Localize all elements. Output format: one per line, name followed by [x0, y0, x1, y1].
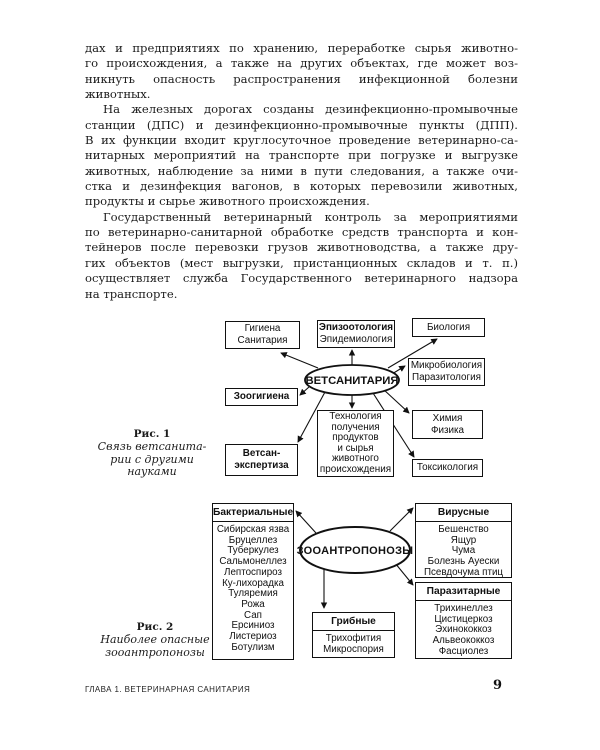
figure-2-diagram: ЗООАНТРОПОНОЗЫ Бактериальные Сибирская я…: [85, 495, 520, 667]
caption-line: Наиболее опасные: [100, 633, 210, 646]
fig2-fungal-title: Грибные: [313, 613, 394, 631]
text-line: никнуть опасность распространения инфекц…: [85, 71, 518, 86]
fig1-ellipse: [304, 364, 400, 396]
disease-item: Бешенство: [438, 524, 489, 535]
text-line: осуществляет служба Государственного вет…: [85, 271, 518, 286]
disease-item: Бруцеллез: [228, 534, 278, 546]
text-line: дах и предприятиях по хранению, перерабо…: [85, 41, 518, 55]
disease-item: Псевдочума птиц: [423, 566, 504, 578]
fig2-viral-title: Вирусные: [416, 504, 511, 522]
text-line: животных.: [85, 87, 151, 102]
caption-line: рии с другими: [110, 452, 194, 466]
disease-item: Сибирская язва: [216, 524, 290, 535]
fig1-box-toxicology: Токсикология: [412, 459, 483, 477]
fig2-arrow-group: [295, 507, 414, 609]
disease-item: Листериоз: [229, 631, 277, 643]
disease-item: Сальмонеллез: [219, 556, 287, 568]
fig1-connectors: ВЕТСАНИТАРИЯ: [280, 338, 438, 458]
paragraph: Государственный ветеринарный контроль за…: [85, 210, 518, 302]
fig1-ellipse-label: ВЕТСАНИТАРИЯ: [305, 375, 398, 387]
fig1-box-hygiene-sanitation: Гигиена Санитария: [225, 321, 300, 349]
fig1-box-microbiology-parasitology: Микробиология Паразитология: [408, 358, 485, 386]
text-line: нитарных мероприятий на транспорте при п…: [85, 148, 518, 163]
disease-item: Ку-лихорадка: [222, 577, 284, 589]
disease-item: Рожа: [241, 598, 265, 610]
figure-1-diagram: ВЕТСАНИТАРИЯ Гигиена Санитария Эпизоотол…: [85, 316, 520, 494]
text-line: на транспорте.: [85, 286, 178, 301]
figure-1-caption-label: Рис. 1: [133, 428, 171, 440]
text-line: по ветеринарно-санитарной обработке сред…: [85, 225, 518, 240]
text-line: гих объектов (мест выгрузки, пристанцион…: [85, 255, 518, 270]
disease-item: Альвеококкоз: [432, 635, 495, 647]
text-line: На железных дорогах созданы дезинфекцион…: [103, 102, 518, 117]
disease-item: Ящур: [450, 534, 477, 546]
disease-item: Ботулизм: [231, 641, 275, 653]
fig1-epizootology-label: Эпизоотология: [318, 322, 394, 334]
body-text: дах и предприятиях по хранению, перерабо…: [85, 41, 518, 302]
disease-item: Ерсиниоз: [231, 620, 275, 632]
disease-item: Микроспория: [323, 643, 384, 655]
fig2-connectors: ЗООАНТРОПОНОЗЫ: [295, 507, 414, 609]
fig1-box-epizootology-epidemiology: Эпизоотология Эпидемиология: [317, 320, 395, 348]
disease-item: Болезнь Ауески: [427, 556, 500, 568]
caption-line: Связь ветсанита-: [97, 440, 207, 453]
figure-2-caption-label: Рис. 2: [136, 621, 174, 633]
fig2-parasitic-title: Паразитарные: [416, 583, 511, 601]
paragraph: На железных дорогах созданы дезинфекцион…: [85, 102, 518, 209]
text-line: тейнеров после перевозки грузов животнов…: [85, 240, 518, 255]
text-line: станции (ДПС) и дезинфекционно-промывочн…: [85, 117, 518, 132]
disease-item: Трихинеллез: [434, 603, 493, 614]
disease-item: Сап: [244, 609, 262, 621]
caption-line: науками: [127, 465, 177, 479]
chapter-title: ГЛАВА 1. ВЕТЕРИНАРНАЯ САНИТАРИЯ: [85, 685, 251, 694]
text-line: Государственный ветеринарный контроль за…: [103, 209, 518, 224]
caption-line: зооантропонозы: [105, 645, 205, 659]
text-line: продукты и сырье животного происхождения…: [85, 194, 370, 209]
paragraph: дах и предприятиях по хранению, перерабо…: [85, 41, 518, 102]
fig2-bacterial-title: Бактериальные: [213, 504, 293, 522]
text-line: животных, наблюдение за ними в пути след…: [85, 163, 518, 178]
disease-item: Фасциолез: [438, 645, 489, 657]
text-line: стка и дезинфекция вагонов, в которых пе…: [85, 179, 518, 194]
page-number: 9: [493, 678, 503, 693]
disease-item: Трихофития: [325, 633, 382, 644]
fig2-ellipse: [299, 526, 411, 574]
fig1-box-technology: Технология получения продуктов и сырья ж…: [317, 410, 394, 477]
text-line: В их функции входит круглосуточное прове…: [85, 133, 518, 148]
fig1-box-chemistry-physics: Химия Физика: [412, 410, 483, 439]
fig1-box-zoohygiene: Зоогигиена: [225, 388, 298, 406]
disease-item: Эхинококкоз: [435, 624, 492, 636]
fig1-box-vetsan-expertise: Ветсан- экспертиза: [225, 444, 298, 476]
disease-item: Туляремия: [228, 588, 278, 600]
disease-item: Цистицеркоз: [434, 613, 493, 625]
fig2-ellipse-label: ЗООАНТРОПОНОЗЫ: [297, 545, 414, 557]
fig1-epidemiology-label: Эпидемиология: [319, 334, 393, 345]
disease-item: Чума: [451, 545, 476, 557]
disease-item: Туберкулез: [227, 545, 279, 557]
fig1-box-biology: Биология: [412, 318, 485, 337]
text-line: го происхождения, а также на других объе…: [85, 56, 518, 71]
disease-item: Лептоспироз: [224, 566, 282, 578]
